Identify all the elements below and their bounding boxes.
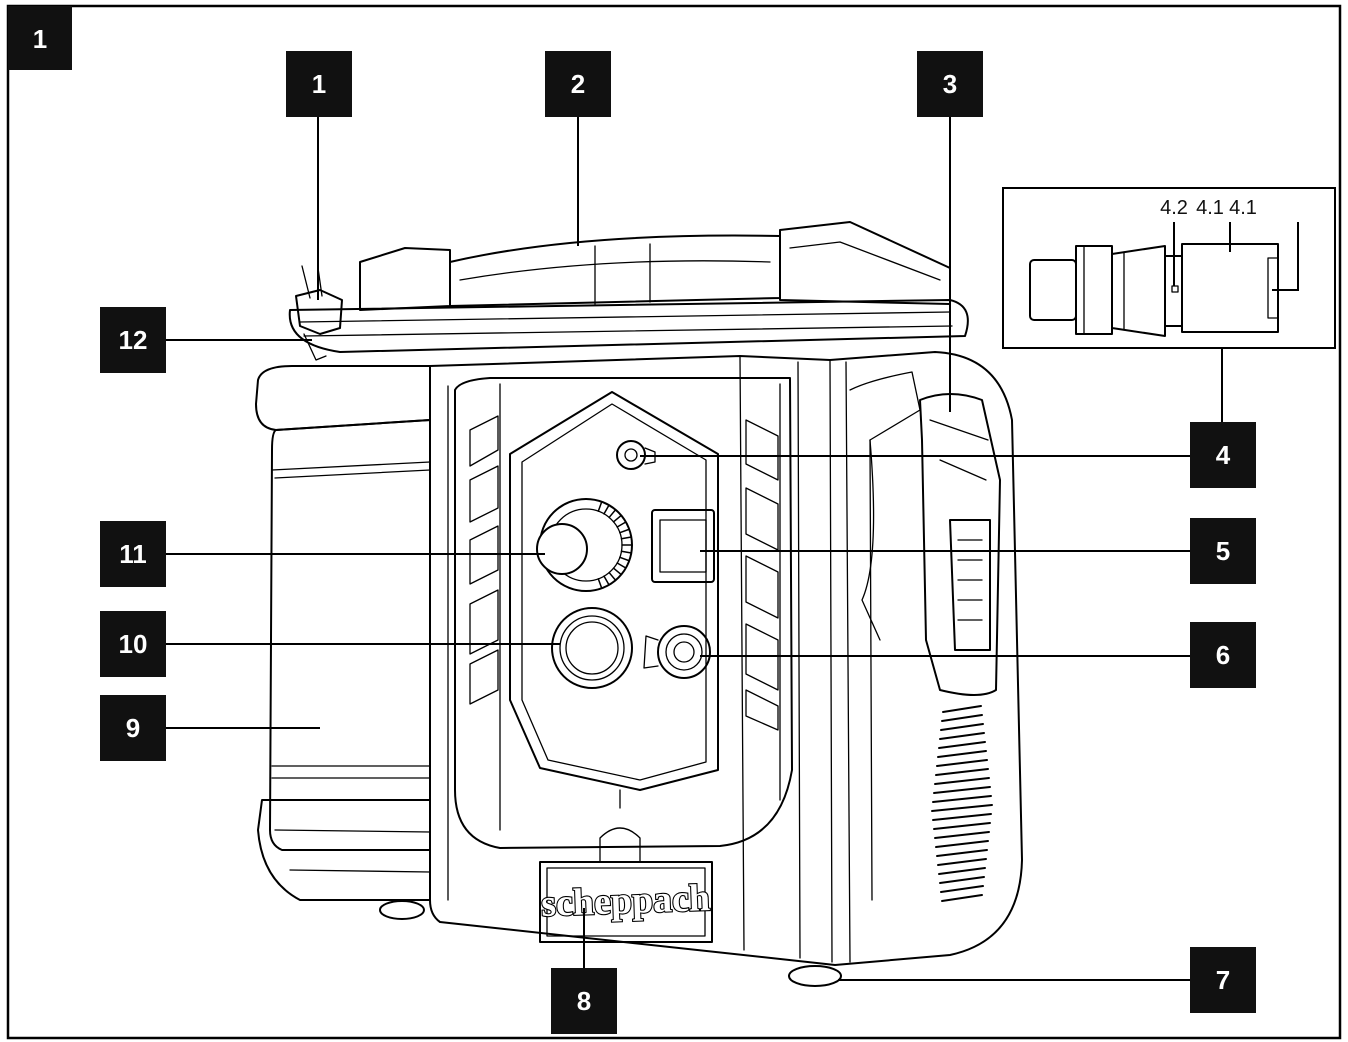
callout-9-label: 9	[126, 713, 140, 743]
vent-slot	[942, 705, 982, 713]
vent-slot	[938, 741, 986, 749]
callout-1-label: 1	[312, 69, 326, 99]
callout-5: 5	[1190, 518, 1256, 584]
vent-slot	[939, 732, 985, 740]
knob-rib	[603, 575, 610, 586]
air-tank	[255, 365, 431, 920]
vent-slot	[931, 804, 993, 812]
vent-slot	[935, 768, 989, 776]
callout-3-label: 3	[943, 69, 957, 99]
inset-label-4-1b: 4.1	[1229, 197, 1257, 219]
vent-slot	[937, 858, 987, 866]
inset-detail: 4.2 4.1 4.1	[1002, 187, 1336, 424]
vent-slot	[936, 759, 988, 767]
knob-rib	[597, 578, 603, 589]
vent-slot	[940, 885, 984, 893]
vent-slot	[934, 777, 990, 785]
vent-slot	[939, 876, 985, 884]
figure-number: 1	[33, 24, 47, 54]
callout-12: 12	[100, 307, 166, 373]
callout-11-label: 11	[119, 539, 147, 569]
knob-rib	[597, 501, 603, 512]
knob-rib	[608, 509, 617, 519]
vent-slot	[935, 840, 989, 848]
vent-grille	[931, 705, 993, 902]
vent-slot	[933, 786, 991, 794]
leader-lines	[166, 116, 1190, 981]
callout-6-label: 6	[1216, 640, 1230, 670]
knob-rib	[619, 528, 630, 534]
rubber-foot	[788, 965, 842, 987]
inset-label-4-2: 4.2	[1160, 197, 1188, 219]
quick-coupling	[643, 625, 711, 679]
tank-pressure-gauge	[551, 607, 633, 689]
vent-slot	[932, 813, 992, 821]
knob-rib	[616, 562, 627, 569]
callout-12-label: 12	[119, 325, 148, 355]
vent-slot	[934, 831, 990, 839]
vent-slot	[941, 894, 983, 902]
vent-slot	[933, 822, 991, 830]
callout-6: 6	[1190, 622, 1256, 688]
callout-11: 11	[100, 521, 166, 587]
hose-holder	[919, 393, 1001, 696]
vent-slot	[941, 714, 983, 722]
knob-rib	[620, 550, 633, 554]
vent-slot	[932, 795, 992, 803]
knob-rib	[608, 571, 617, 581]
callout-10: 10	[100, 611, 166, 677]
compressor-illustration: scheppach	[255, 221, 1023, 987]
knob-rib	[603, 504, 610, 515]
knob-rib	[612, 567, 622, 576]
brand-plate: scheppach	[539, 827, 713, 943]
compressor-housing	[429, 351, 1023, 966]
vent-slot	[936, 849, 988, 857]
callout-5-label: 5	[1216, 536, 1230, 566]
knob-rib	[616, 521, 627, 528]
page-border	[6, 4, 1342, 1040]
callout-7-label: 7	[1216, 965, 1230, 995]
callout-9: 9	[100, 695, 166, 761]
carry-handle	[288, 221, 969, 353]
vent-slot	[940, 723, 984, 731]
callout-7: 7	[1190, 947, 1256, 1013]
inset-lead-4-1b	[1272, 222, 1299, 291]
callout-8: 8	[551, 968, 617, 1034]
knob-rib	[620, 536, 633, 540]
callout-4-label: 4	[1216, 440, 1231, 470]
callout-8-label: 8	[577, 986, 591, 1016]
brand-logo: scheppach	[540, 877, 710, 925]
callout-10-label: 10	[119, 629, 148, 659]
vent-slot	[938, 867, 986, 875]
callout-4: 4	[1190, 422, 1256, 488]
vent-slot	[937, 750, 987, 758]
knob-rib	[612, 514, 622, 523]
callout-1: 1	[286, 51, 352, 117]
on-off-switch	[651, 509, 715, 583]
inset-label-4-1a: 4.1	[1196, 197, 1224, 219]
knob-rib	[619, 556, 630, 562]
pressure-regulator-knob	[536, 498, 633, 592]
figure-number-tag: 1	[8, 6, 72, 70]
callout-2-label: 2	[571, 69, 585, 99]
callout-3: 3	[917, 51, 983, 117]
inset-frame	[1002, 187, 1336, 349]
callout-2: 2	[545, 51, 611, 117]
